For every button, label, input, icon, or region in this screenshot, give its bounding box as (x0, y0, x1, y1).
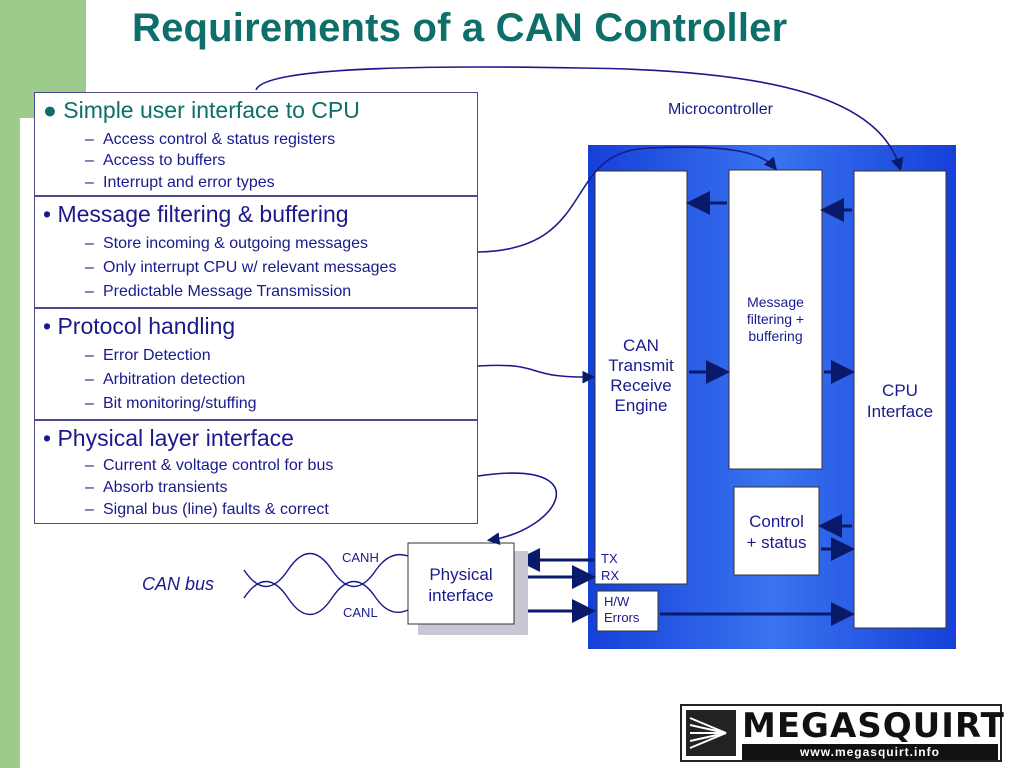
requirement-box-cpu-interface: ● Simple user interface to CPU –Access c… (34, 92, 478, 196)
list-item: –Store incoming & outgoing messages (85, 235, 369, 252)
megasquirt-logo: MEGASQUIRT www.megasquirt.info (680, 704, 1005, 762)
control-status-block (733, 486, 820, 576)
bullet-icon: • (43, 201, 52, 227)
can-engine-label: CAN Transmit Receive Engine (608, 336, 674, 415)
sidebar-stripe (0, 0, 20, 768)
connector-cpu-interface (255, 66, 904, 172)
msg-filter-label: Message filtering + buffering (746, 294, 805, 344)
section-heading: ● Simple user interface to CPU (43, 97, 360, 124)
requirement-box-physical: • Physical layer interface –Current & vo… (34, 420, 478, 524)
logo-wordmark: MEGASQUIRT (742, 706, 1005, 746)
connector-physical (477, 472, 558, 545)
heading-text: Simple user interface to CPU (63, 97, 360, 123)
section-heading: • Protocol handling (43, 313, 235, 340)
can-bus-twisted-pair (243, 553, 409, 615)
heading-text: Protocol handling (57, 313, 236, 339)
logo-url: www.megasquirt.info (742, 744, 998, 760)
connector-msg-filter (477, 146, 778, 253)
cpu-interface-label: CPU Interface (866, 381, 934, 421)
list-item: –Access control & status registers (85, 131, 336, 148)
list-item: –Only interrupt CPU w/ relevant messages (85, 259, 397, 276)
logo-mark-icon (686, 710, 736, 756)
canh-label: CANH (342, 550, 379, 565)
physical-interface-block (407, 542, 515, 625)
heading-text: Message filtering & buffering (57, 201, 349, 227)
section-heading: • Physical layer interface (43, 425, 294, 452)
list-item: –Bit monitoring/stuffing (85, 395, 257, 412)
physical-interface-label: Physical interface (428, 565, 494, 605)
cpu-interface-block (853, 170, 947, 629)
logo-stripes-icon (689, 717, 727, 749)
bullet-icon: ● (43, 97, 57, 123)
canl-label: CANL (343, 605, 378, 620)
heading-text: Physical layer interface (57, 425, 294, 451)
list-item: –Absorb transients (85, 479, 228, 496)
can-bus-label: CAN bus (142, 574, 215, 594)
tx-label: TX (601, 551, 618, 566)
section-heading: • Message filtering & buffering (43, 201, 349, 228)
list-item: –Error Detection (85, 347, 211, 364)
bullet-icon: • (43, 313, 52, 339)
requirement-box-filtering: • Message filtering & buffering –Store i… (34, 196, 478, 308)
list-item: –Interrupt and error types (85, 174, 275, 191)
msg-filter-block (728, 169, 823, 470)
microcontroller-label: Microcontroller (668, 101, 773, 118)
can-engine-block (594, 170, 688, 585)
list-item: –Signal bus (line) faults & correct (85, 501, 329, 518)
list-item: –Arbitration detection (85, 371, 246, 388)
bullet-icon: • (43, 425, 52, 451)
control-status-label: Control + status (746, 512, 807, 552)
hw-errors-label: H/W Errors (604, 594, 640, 625)
slide-title: Requirements of a CAN Controller (132, 6, 788, 50)
rx-label: RX (601, 568, 620, 583)
hw-errors-block (596, 590, 659, 632)
list-item: –Predictable Message Transmission (85, 283, 352, 300)
connector-protocol (477, 364, 596, 384)
list-item: –Access to buffers (85, 152, 226, 169)
list-item: –Current & voltage control for bus (85, 457, 334, 474)
requirement-box-protocol: • Protocol handling –Error Detection –Ar… (34, 308, 478, 420)
